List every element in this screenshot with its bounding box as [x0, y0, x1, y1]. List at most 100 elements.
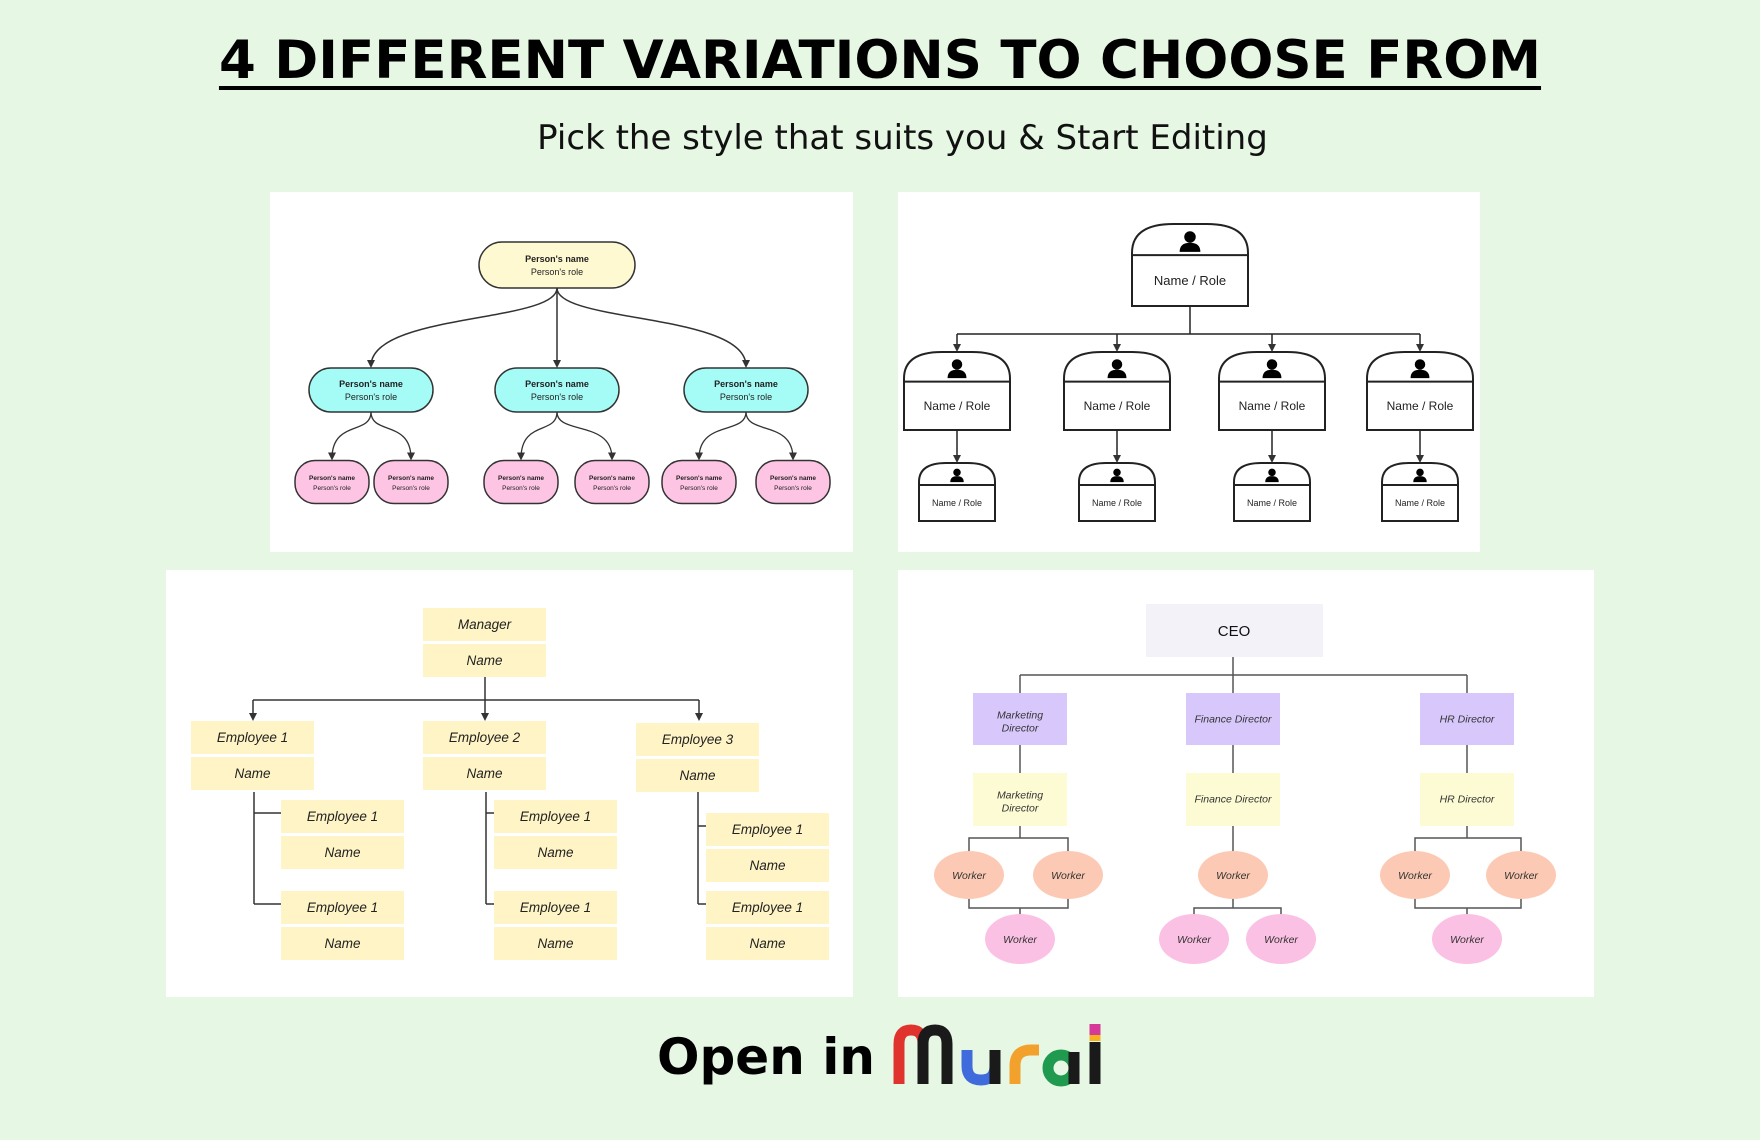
leaf-node — [661, 459, 737, 505]
card-title-cell — [423, 721, 546, 754]
node-role: Person's role — [313, 485, 351, 492]
page-title: 4 DIFFERENT VARIATIONS TO CHOOSE FROM — [218, 30, 1542, 91]
card-name: Name — [749, 936, 785, 951]
subworker-node: Worker — [1246, 914, 1316, 964]
node-label: Finance Director — [1194, 794, 1272, 806]
role-card: Name / Role — [918, 462, 996, 522]
open-in-mural-button[interactable]: Open in mural — [657, 1022, 1114, 1092]
mid-node — [308, 367, 434, 413]
card-title: Employee 2 — [449, 730, 521, 745]
connector — [745, 411, 797, 461]
card-outline — [1381, 462, 1459, 522]
mid-node — [494, 367, 620, 413]
node-role: Person's role — [345, 392, 397, 402]
node-name: Person's name — [498, 475, 544, 482]
card-label: Name / Role — [1387, 399, 1454, 413]
card-name-cell — [281, 927, 404, 960]
subworker-node: Worker — [1432, 914, 1502, 964]
worker-label: Worker — [1003, 934, 1037, 946]
logo-l-dot — [1089, 1024, 1101, 1035]
person-icon — [950, 468, 964, 483]
card-name: Name — [466, 766, 502, 781]
director-node: Finance Director — [1186, 693, 1280, 745]
worker-label: Worker — [1264, 934, 1298, 946]
worker-label: Worker — [1450, 934, 1484, 946]
person-icon — [1107, 359, 1127, 379]
card-name: Name — [324, 936, 360, 951]
node-name: Person's name — [676, 475, 722, 482]
card-name-cell — [281, 836, 404, 869]
role-card: Name / Role — [1131, 223, 1249, 307]
node-name: Person's name — [525, 379, 589, 389]
leaf-node — [483, 459, 559, 505]
card-name-cell — [423, 757, 546, 790]
person-icon — [1410, 359, 1430, 379]
card-title: Manager — [458, 617, 512, 632]
connector — [370, 411, 415, 461]
worker-node: Worker — [1486, 851, 1556, 899]
connector — [328, 411, 372, 461]
worker-label: Worker — [1398, 870, 1432, 882]
card-title: Employee 1 — [307, 809, 378, 824]
card-title: Employee 1 — [217, 730, 288, 745]
role-card: Name / Role — [1078, 462, 1156, 522]
person-icon — [1179, 231, 1201, 252]
employee-card: Employee 2 Name — [423, 721, 546, 790]
connector — [556, 287, 750, 368]
card-name: Name — [324, 845, 360, 860]
person-icon — [947, 359, 967, 379]
node-role: Person's role — [593, 485, 631, 492]
node-role: Person's role — [774, 485, 812, 492]
person-icon — [1413, 468, 1427, 483]
logo-r — [1009, 1044, 1039, 1084]
role-card: Name / Role — [1233, 462, 1311, 522]
worker-label: Worker — [1051, 870, 1085, 882]
card-title-cell — [281, 800, 404, 833]
card-name-cell — [636, 759, 759, 792]
role-card: Name / Role — [1366, 351, 1474, 431]
card-title-cell — [706, 891, 829, 924]
role-card: Name / Role — [1063, 351, 1171, 431]
card-name: Name — [679, 768, 715, 783]
card-label: Name / Role — [1247, 498, 1297, 508]
node-role: Person's role — [531, 392, 583, 402]
connector — [367, 287, 558, 368]
logo-l-accent — [1089, 1035, 1101, 1041]
card-outline — [1366, 351, 1474, 431]
employee-card: Employee 1 Name — [706, 891, 829, 960]
card-title: Employee 1 — [732, 900, 803, 915]
node-role: Person's role — [502, 485, 540, 492]
connector — [1414, 837, 1522, 858]
node-label: HR Director — [1440, 794, 1495, 806]
employee-card: Employee 1 Name — [281, 800, 404, 869]
leaf-node — [574, 459, 650, 505]
worker-label: Worker — [1504, 870, 1538, 882]
card-label: Name / Role — [1084, 399, 1151, 413]
card-label: Name / Role — [1395, 498, 1445, 508]
node-name: Person's name — [770, 475, 816, 482]
worker-node: Worker — [1380, 851, 1450, 899]
card-title-cell — [494, 800, 617, 833]
card-name: Name — [537, 936, 573, 951]
card-outline — [918, 462, 996, 522]
card-label: Name / Role — [924, 399, 991, 413]
ceo-label: CEO — [1218, 623, 1251, 640]
director-node: HR Director — [1420, 693, 1514, 745]
subdirector-node: Finance Director — [1186, 773, 1280, 826]
worker-node: Worker — [1033, 851, 1103, 899]
card-name-cell — [191, 757, 314, 790]
card-title-cell — [191, 721, 314, 754]
worker-label: Worker — [952, 870, 986, 882]
card-name: Name — [537, 845, 573, 860]
card-outline — [1131, 223, 1249, 307]
